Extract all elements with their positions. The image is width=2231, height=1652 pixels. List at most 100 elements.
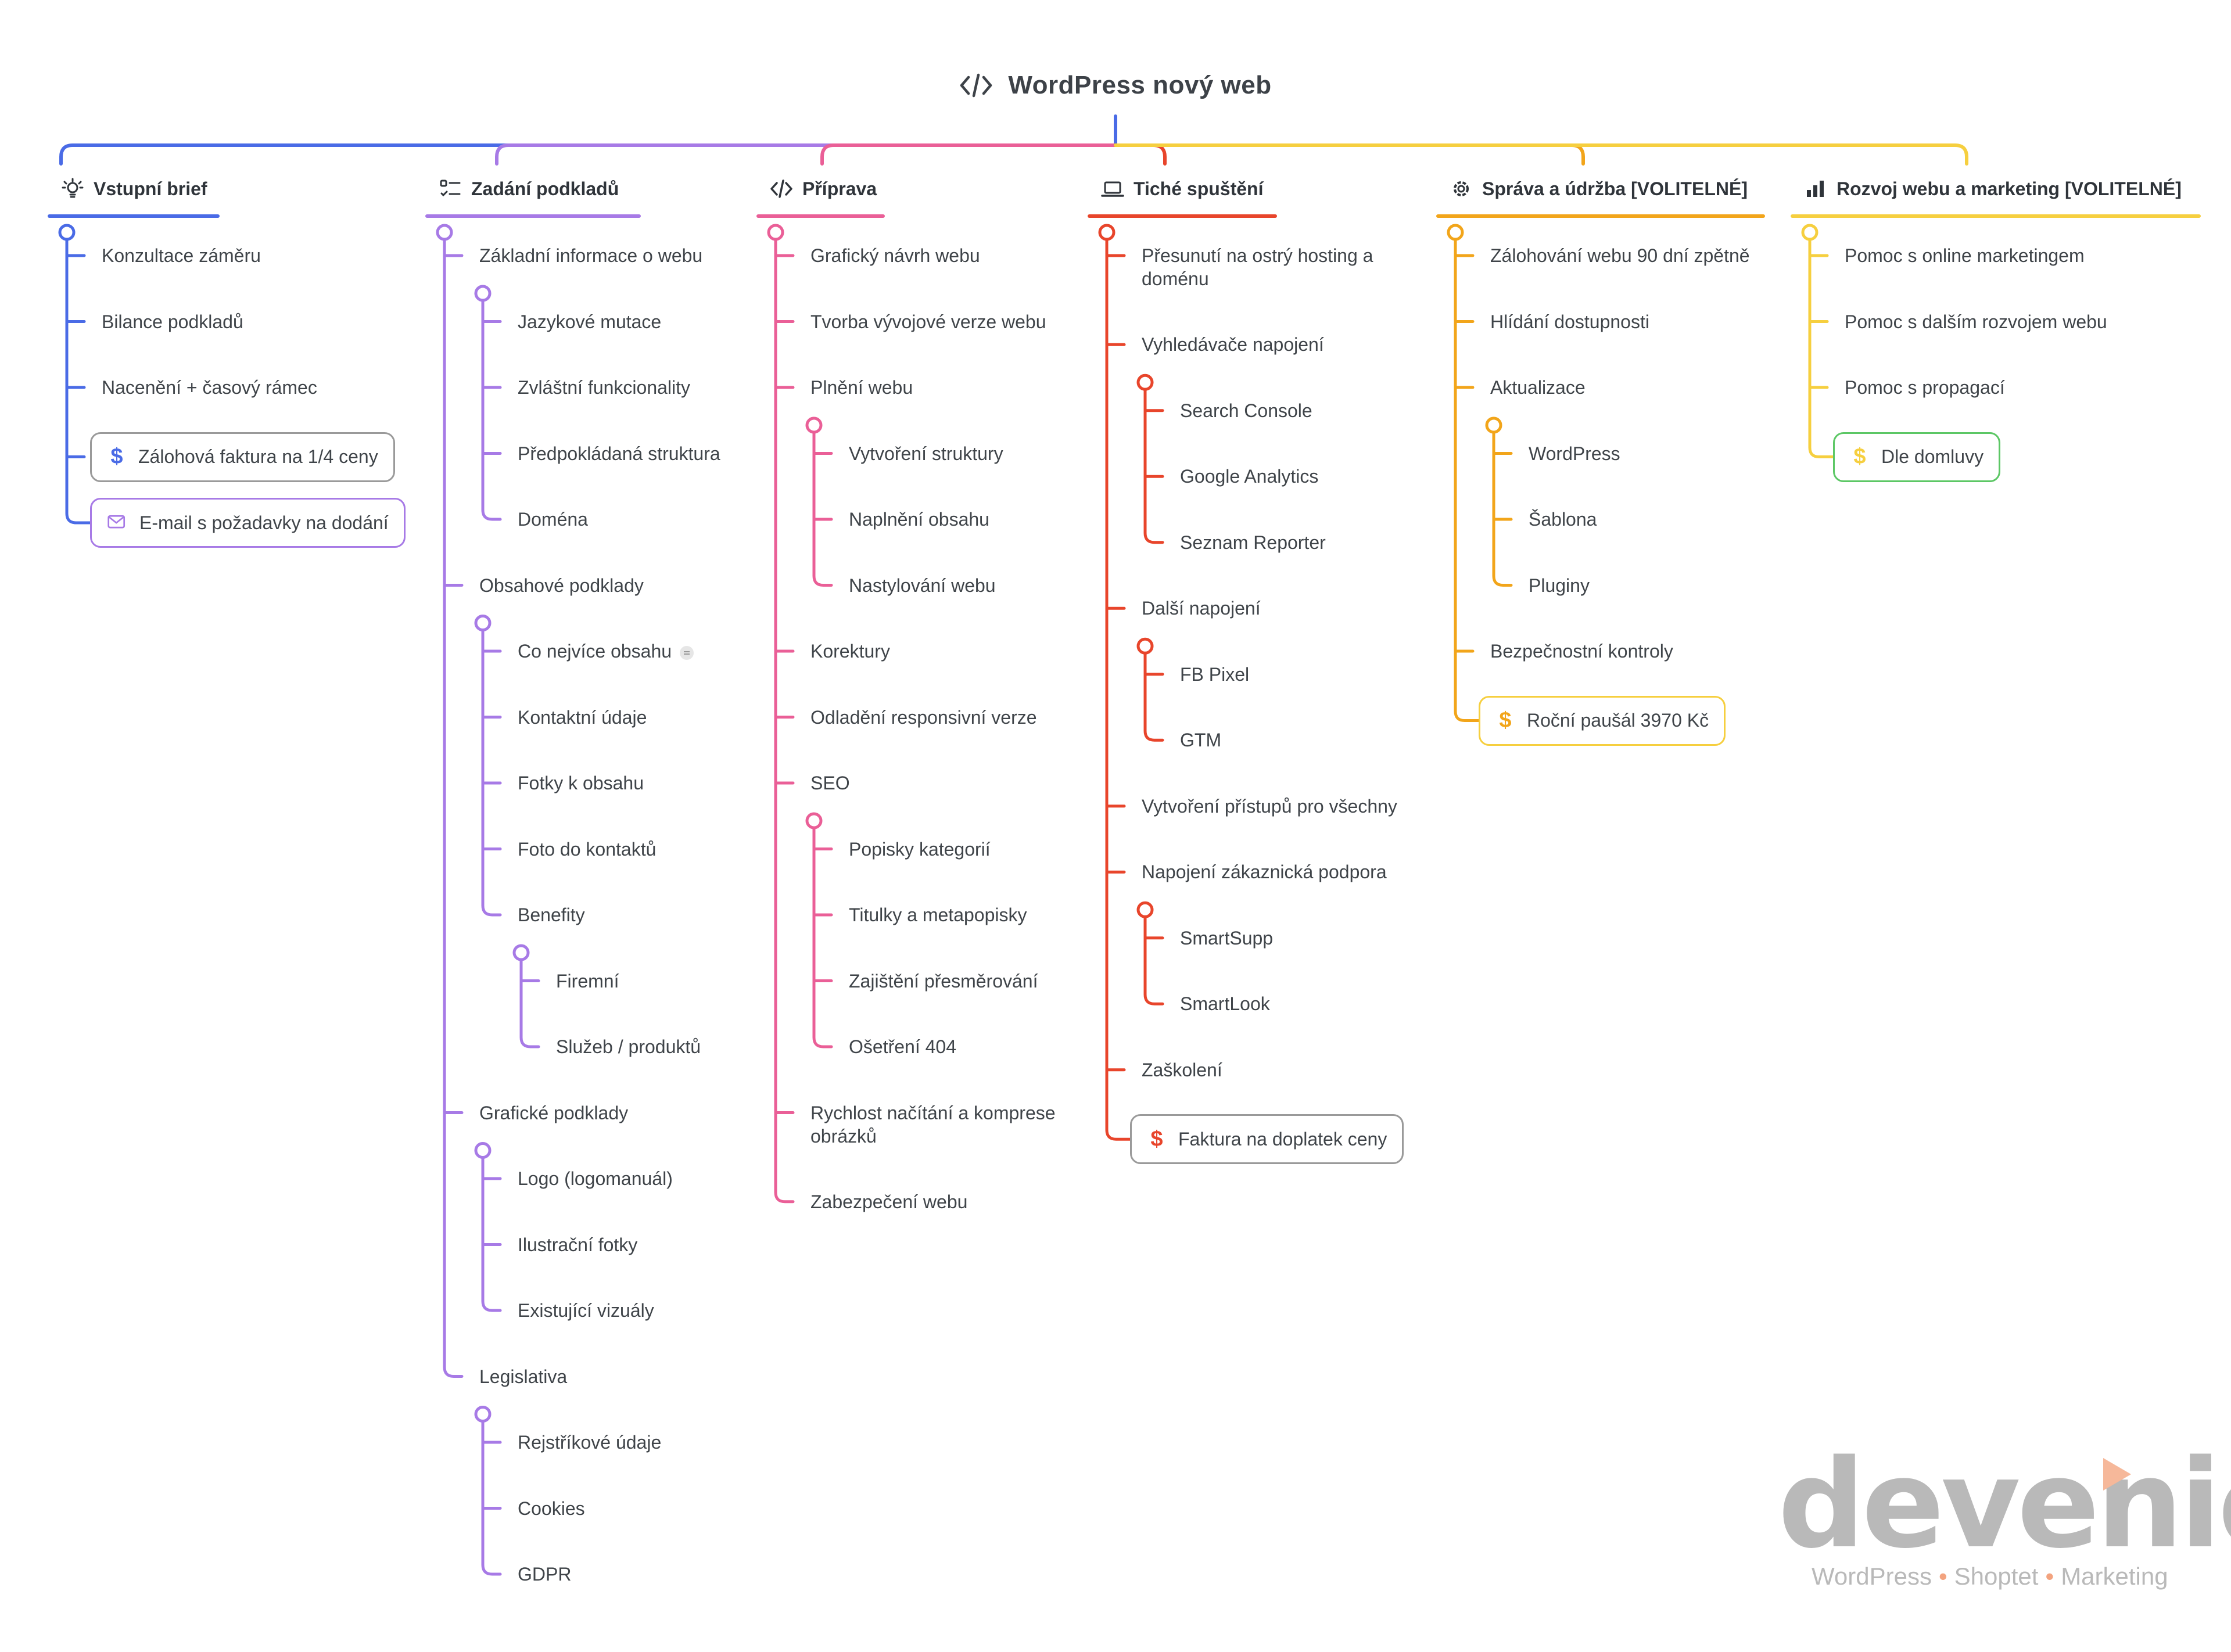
connector-curve xyxy=(1143,387,1164,544)
leaf-node[interactable]: Co nejvíce obsahu xyxy=(518,640,694,663)
pill-node[interactable]: $Roční paušál 3970 Kč xyxy=(1479,695,1726,746)
collapse-toggle[interactable] xyxy=(474,1142,492,1159)
leaf-node[interactable]: Vytvoření struktury xyxy=(849,443,1003,464)
root-topic[interactable]: WordPress nový web xyxy=(906,65,1325,106)
leaf-node[interactable]: GDPR xyxy=(518,1564,572,1585)
leaf-node[interactable]: Nastylování webu xyxy=(849,574,996,596)
topic-node[interactable]: Základní informace o webu xyxy=(479,245,703,266)
leaf-node[interactable]: Bilance podkladů xyxy=(102,311,243,332)
leaf-node[interactable]: Logo (logomanuál) xyxy=(518,1168,673,1189)
collapse-toggle[interactable] xyxy=(767,224,784,241)
branch-topic-4[interactable]: Správa a údržba [VOLITELNÉ] xyxy=(1450,177,1748,200)
leaf-node[interactable]: Hlídání dostupnosti xyxy=(1490,311,1649,332)
code-icon xyxy=(770,179,792,198)
pill-node[interactable]: E-mail s požadavky na dodání xyxy=(90,498,406,548)
collapse-toggle[interactable] xyxy=(512,944,530,961)
collapse-toggle[interactable] xyxy=(1485,416,1502,434)
collapse-toggle[interactable] xyxy=(1447,224,1464,241)
leaf-node[interactable]: Naplnění obsahu xyxy=(849,509,989,530)
leaf-node[interactable]: Odladění responsivní verze xyxy=(810,706,1037,728)
topic-node[interactable]: SEO xyxy=(810,773,850,793)
leaf-node[interactable]: Titulky a metapopisky xyxy=(849,904,1027,925)
branch-topic-5[interactable]: Rozvoj webu a marketing [VOLITELNÉ] xyxy=(1804,177,2182,200)
leaf-node[interactable]: Předpokládaná struktura xyxy=(518,443,720,464)
leaf-node[interactable]: Zaškolení xyxy=(1142,1059,1222,1080)
leaf-node[interactable]: Kontaktní údaje xyxy=(518,706,647,728)
leaf-node[interactable]: Přesunutí na ostrý hosting a doménu xyxy=(1142,245,1373,289)
leaf-node[interactable]: Zvláštní funkcionality xyxy=(518,377,691,398)
collapse-toggle[interactable] xyxy=(1801,224,1818,241)
leaf-node[interactable]: Pomoc s propagací xyxy=(1845,377,2005,398)
leaf-node[interactable]: Popisky kategorií xyxy=(849,838,991,860)
leaf-node[interactable]: Vytvoření přístupů pro všechny xyxy=(1142,795,1397,817)
leaf-node[interactable]: Konzultace záměru xyxy=(102,245,261,266)
branch-topic-2[interactable]: Příprava xyxy=(770,177,877,200)
topic-node[interactable]: Obsahové podklady xyxy=(479,574,644,596)
collapse-toggle[interactable] xyxy=(58,224,76,241)
collapse-toggle[interactable] xyxy=(805,812,823,829)
leaf-node[interactable]: GTM xyxy=(1180,730,1222,751)
leaf-node[interactable]: Seznam Reporter xyxy=(1180,531,1326,553)
topic-node[interactable]: Plnění webu xyxy=(810,377,913,398)
leaf-node[interactable]: Jazykové mutace xyxy=(518,311,662,332)
leaf-node[interactable]: Foto do kontaktů xyxy=(518,838,657,860)
leaf-node[interactable]: Doména xyxy=(518,509,588,530)
leaf-node[interactable]: Bezpečnostní kontroly xyxy=(1490,641,1673,662)
collapse-toggle[interactable] xyxy=(805,416,823,434)
leaf-node[interactable]: Google Analytics xyxy=(1180,466,1319,487)
pill-node[interactable]: $Faktura na doplatek ceny xyxy=(1130,1114,1404,1165)
pill-node[interactable]: $Zálohová faktura na 1/4 ceny xyxy=(90,432,395,482)
connector-curve xyxy=(59,143,1117,166)
connector-curve xyxy=(481,629,502,917)
topic-node[interactable]: Další napojení xyxy=(1142,598,1261,619)
topic-node[interactable]: Benefity xyxy=(518,904,585,925)
leaf-node[interactable]: Zajištění přesměrování xyxy=(849,970,1038,992)
collapse-toggle[interactable] xyxy=(474,615,492,631)
topic-node[interactable]: Napojení zákaznická podpora xyxy=(1142,861,1387,883)
topic-node[interactable]: Legislativa xyxy=(479,1366,568,1387)
leaf-node[interactable]: Grafický návrh webu xyxy=(810,245,980,266)
branch-topic-1[interactable]: Zadání podkladů xyxy=(439,177,619,200)
leaf-node[interactable]: Rejstříkové údaje xyxy=(518,1432,662,1453)
leaf-node[interactable]: Pomoc s online marketingem xyxy=(1845,245,2085,266)
leaf-node[interactable]: Fotky k obsahu xyxy=(518,773,644,793)
leaf-node[interactable]: Pluginy xyxy=(1529,574,1590,596)
branch-topic-0[interactable]: Vstupní brief xyxy=(61,177,207,200)
leaf-node[interactable]: Korektury xyxy=(810,641,890,662)
branch-topic-3[interactable]: Tiché spuštění xyxy=(1101,177,1263,200)
topic-node[interactable]: Vyhledávače napojení xyxy=(1142,334,1324,355)
leaf-node[interactable]: Zálohování webu 90 dní zpětně xyxy=(1490,245,1750,266)
connector-curve xyxy=(1143,915,1164,1005)
topic-node[interactable]: Grafické podklady xyxy=(479,1102,629,1123)
leaf-node[interactable]: Ošetření 404 xyxy=(849,1036,956,1057)
leaf-node[interactable]: Cookies xyxy=(518,1497,585,1519)
leaf-node[interactable]: WordPress xyxy=(1529,443,1620,464)
leaf-node[interactable]: Ilustrační fotky xyxy=(518,1234,638,1255)
pill-node[interactable]: $Dle domluvy xyxy=(1833,432,2001,482)
topic-node[interactable]: Aktualizace xyxy=(1490,377,1586,398)
leaf-node[interactable]: Služeb / produktů xyxy=(556,1036,701,1057)
leaf-node[interactable]: Pomoc s dalším rozvojem webu xyxy=(1845,311,2107,332)
branch-title: Vstupní brief xyxy=(94,178,207,199)
collapse-toggle[interactable] xyxy=(436,224,453,241)
collapse-toggle[interactable] xyxy=(1136,637,1154,655)
leaf-node[interactable]: Zabezpečení webu xyxy=(810,1191,968,1212)
collapse-toggle[interactable] xyxy=(1098,224,1116,241)
connector-curve xyxy=(495,143,1117,166)
leaf-node[interactable]: Tvorba vývojové verze webu xyxy=(810,311,1046,332)
collapse-toggle[interactable] xyxy=(1136,374,1154,391)
leaf-node[interactable]: Search Console xyxy=(1180,400,1312,421)
leaf-node[interactable]: FB Pixel xyxy=(1180,663,1250,685)
collapse-toggle[interactable] xyxy=(474,285,492,302)
leaf-node[interactable]: Nacenění + časový rámec xyxy=(102,377,317,398)
leaf-node[interactable]: Rychlost načítání a komprese obrázků xyxy=(810,1102,1056,1147)
note-icon[interactable] xyxy=(680,645,694,660)
connector-curve xyxy=(820,143,1117,166)
leaf-node[interactable]: Šablona xyxy=(1529,509,1597,530)
leaf-node[interactable]: Firemní xyxy=(556,970,619,992)
leaf-node[interactable]: SmartSupp xyxy=(1180,927,1274,949)
leaf-node[interactable]: SmartLook xyxy=(1180,993,1270,1015)
collapse-toggle[interactable] xyxy=(474,1406,492,1423)
leaf-node[interactable]: Existující vizuály xyxy=(518,1300,654,1321)
collapse-toggle[interactable] xyxy=(1136,901,1154,918)
